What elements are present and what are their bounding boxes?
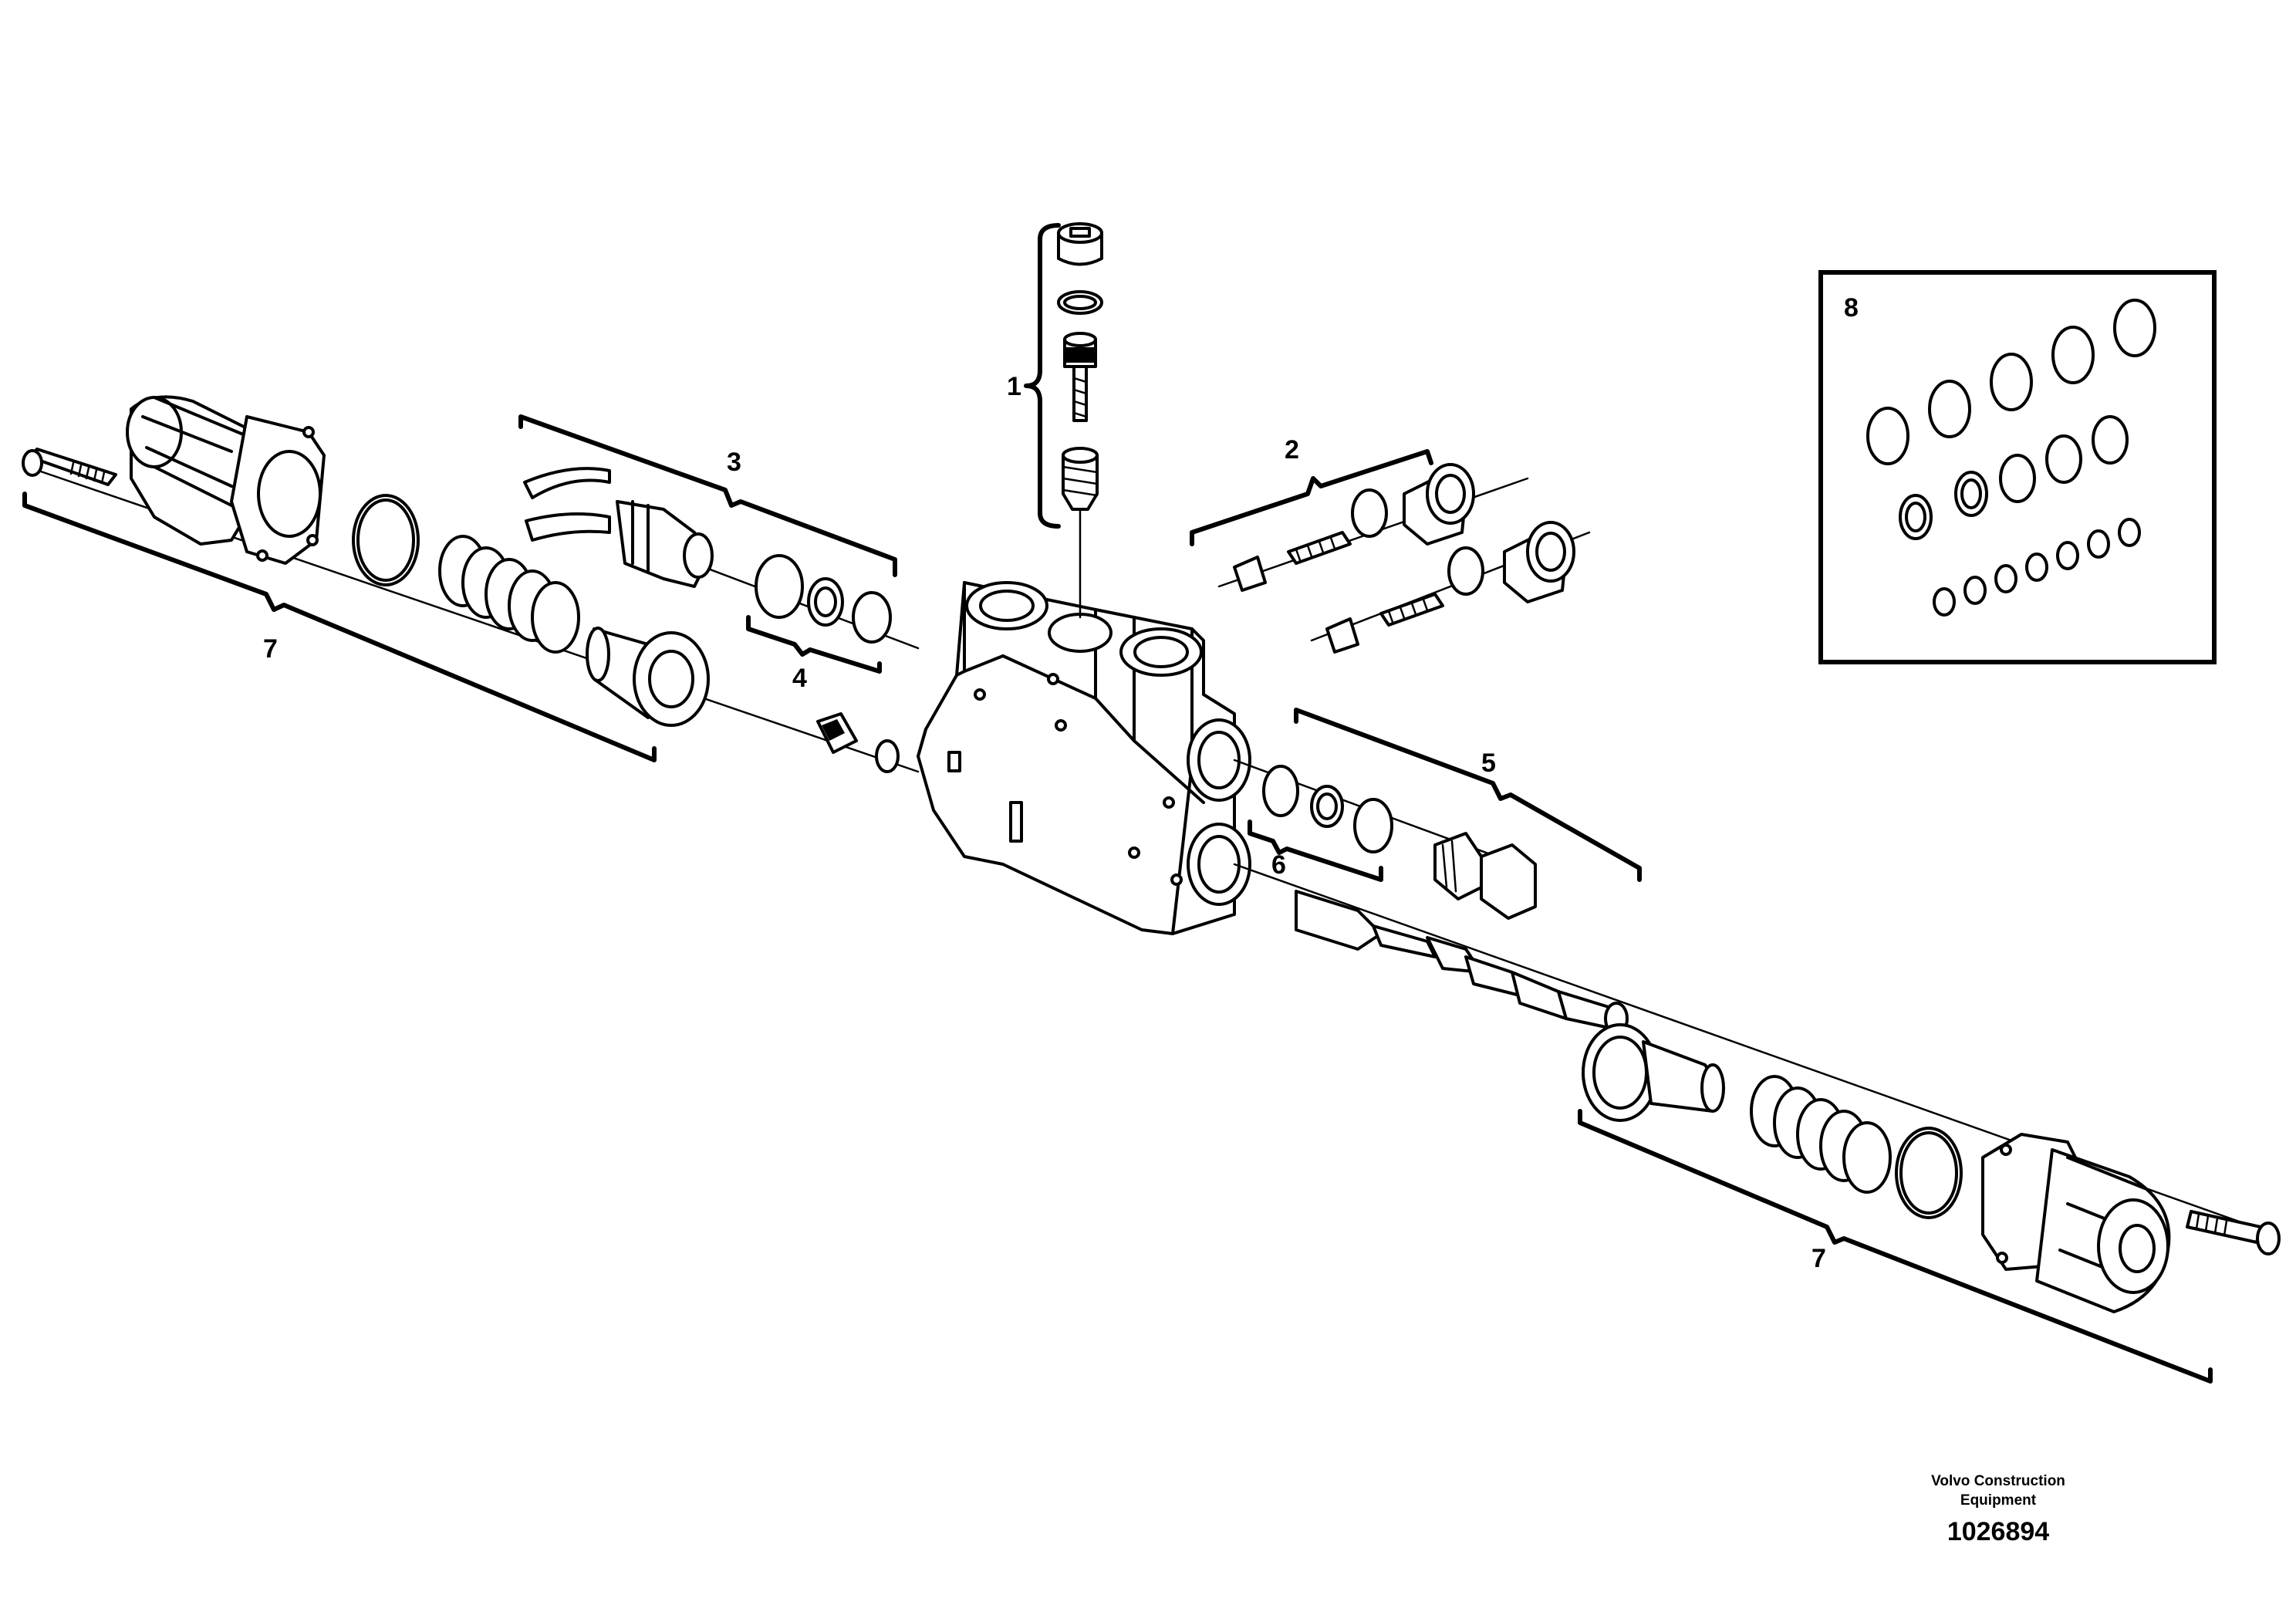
footer: Volvo Construction Equipment 1026894	[1931, 1473, 2065, 1546]
callout-5: 5	[1481, 748, 1496, 778]
callout-4: 4	[792, 664, 807, 693]
callout-8: 8	[1844, 293, 1859, 323]
top-relief-stack	[1057, 222, 1103, 619]
check-valve-group	[523, 467, 920, 650]
load-check-pair	[1217, 463, 1591, 654]
brand-line-2: Equipment	[1960, 1492, 2037, 1509]
callout-6: 6	[1271, 850, 1286, 880]
callout-labels: 1 2 3 4 5 6 7 7 8	[263, 293, 1859, 1273]
seal-kit-box	[1818, 270, 2217, 664]
drawing-number: 1026894	[1947, 1517, 2049, 1546]
valve-body	[917, 581, 1251, 935]
brand-line-1: Volvo Construction	[1931, 1473, 2065, 1489]
callout-7-right: 7	[1811, 1244, 1826, 1273]
left-parts-chain	[22, 395, 920, 773]
callout-braces	[22, 223, 2213, 1384]
callout-2: 2	[1285, 435, 1299, 465]
callout-1: 1	[1007, 372, 1021, 401]
relief-plug-group	[1233, 759, 1537, 920]
callout-3: 3	[727, 448, 741, 477]
callout-7-left: 7	[263, 634, 278, 664]
right-parts-chain	[1233, 863, 2281, 1313]
